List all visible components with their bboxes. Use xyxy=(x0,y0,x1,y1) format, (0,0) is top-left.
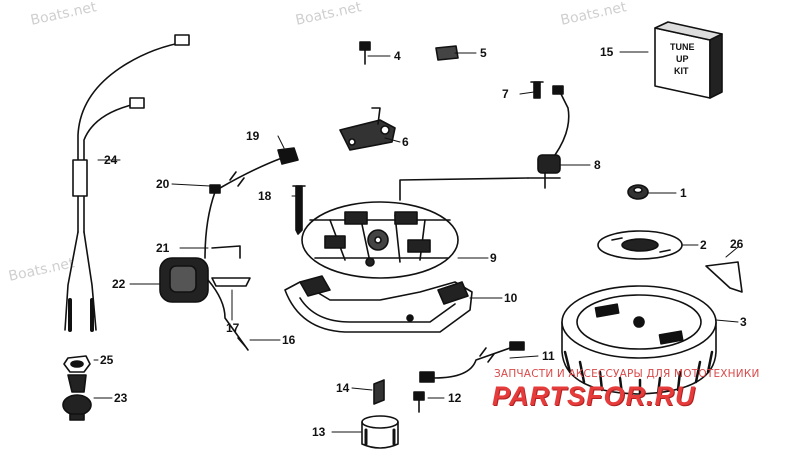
wiring-harness xyxy=(64,34,190,332)
callout-22: 22 xyxy=(112,277,126,291)
kit-label-line: UP xyxy=(676,54,689,64)
callout-1: 1 xyxy=(680,186,687,200)
retainer-plate xyxy=(284,275,473,333)
screw xyxy=(359,41,371,65)
callout-4: 4 xyxy=(394,49,401,63)
kit-label: TUNE UP KIT xyxy=(670,42,695,76)
callout-11: 11 xyxy=(542,349,555,363)
callout-26: 26 xyxy=(730,237,744,251)
kit-label-line: TUNE xyxy=(670,42,695,52)
callout-5: 5 xyxy=(480,46,487,60)
coil-lead xyxy=(204,147,299,259)
condenser xyxy=(399,81,570,201)
ignition-coil xyxy=(159,257,249,351)
tune-up-kit-box xyxy=(654,21,723,99)
callout-25: 25 xyxy=(100,353,114,367)
callout-20: 20 xyxy=(156,177,170,191)
felt-wick xyxy=(435,45,459,61)
callout-14: 14 xyxy=(336,381,350,395)
callout-24: 24 xyxy=(104,153,118,167)
callout-17: 17 xyxy=(226,321,240,335)
callout-15: 15 xyxy=(600,45,614,59)
cap-screw xyxy=(413,391,425,413)
starter-cup xyxy=(597,230,683,260)
callout-12: 12 xyxy=(448,391,462,405)
callout-10: 10 xyxy=(504,291,518,305)
washer xyxy=(373,379,385,405)
callout-21: 21 xyxy=(156,241,170,255)
spark-plug-boot xyxy=(62,374,92,421)
callout-16: 16 xyxy=(282,333,296,347)
brand-tagline: ЗАПЧАСТИ И АКСЕССУАРЫ ДЛЯ МОТОТЕХНИКИ xyxy=(494,368,760,380)
callout-2: 2 xyxy=(700,238,707,252)
callout-3: 3 xyxy=(740,315,747,329)
breaker-points xyxy=(339,107,396,151)
callout-13: 13 xyxy=(312,425,326,439)
flywheel-key xyxy=(705,261,743,293)
mounting-screw xyxy=(292,185,306,235)
coil-clip xyxy=(211,277,251,287)
callout-9: 9 xyxy=(490,251,497,265)
callout-8: 8 xyxy=(594,158,601,172)
brand-logo: PARTSFOR.RU xyxy=(492,381,696,411)
callout-23: 23 xyxy=(114,391,128,405)
stator-plate xyxy=(301,201,459,279)
small-screw xyxy=(237,337,246,347)
callout-7: 7 xyxy=(502,87,509,101)
flywheel xyxy=(561,285,717,396)
callout-18: 18 xyxy=(258,189,272,203)
flywheel-nut xyxy=(627,184,649,200)
ground-lead xyxy=(419,341,525,383)
callout-19: 19 xyxy=(246,129,260,143)
kit-label-line: KIT xyxy=(674,66,689,76)
callout-numbers: 1 2 3 4 5 6 7 8 9 10 11 12 13 14 15 16 1… xyxy=(100,45,747,439)
bushing xyxy=(361,415,399,449)
callout-6: 6 xyxy=(402,135,409,149)
grommet xyxy=(63,355,91,373)
